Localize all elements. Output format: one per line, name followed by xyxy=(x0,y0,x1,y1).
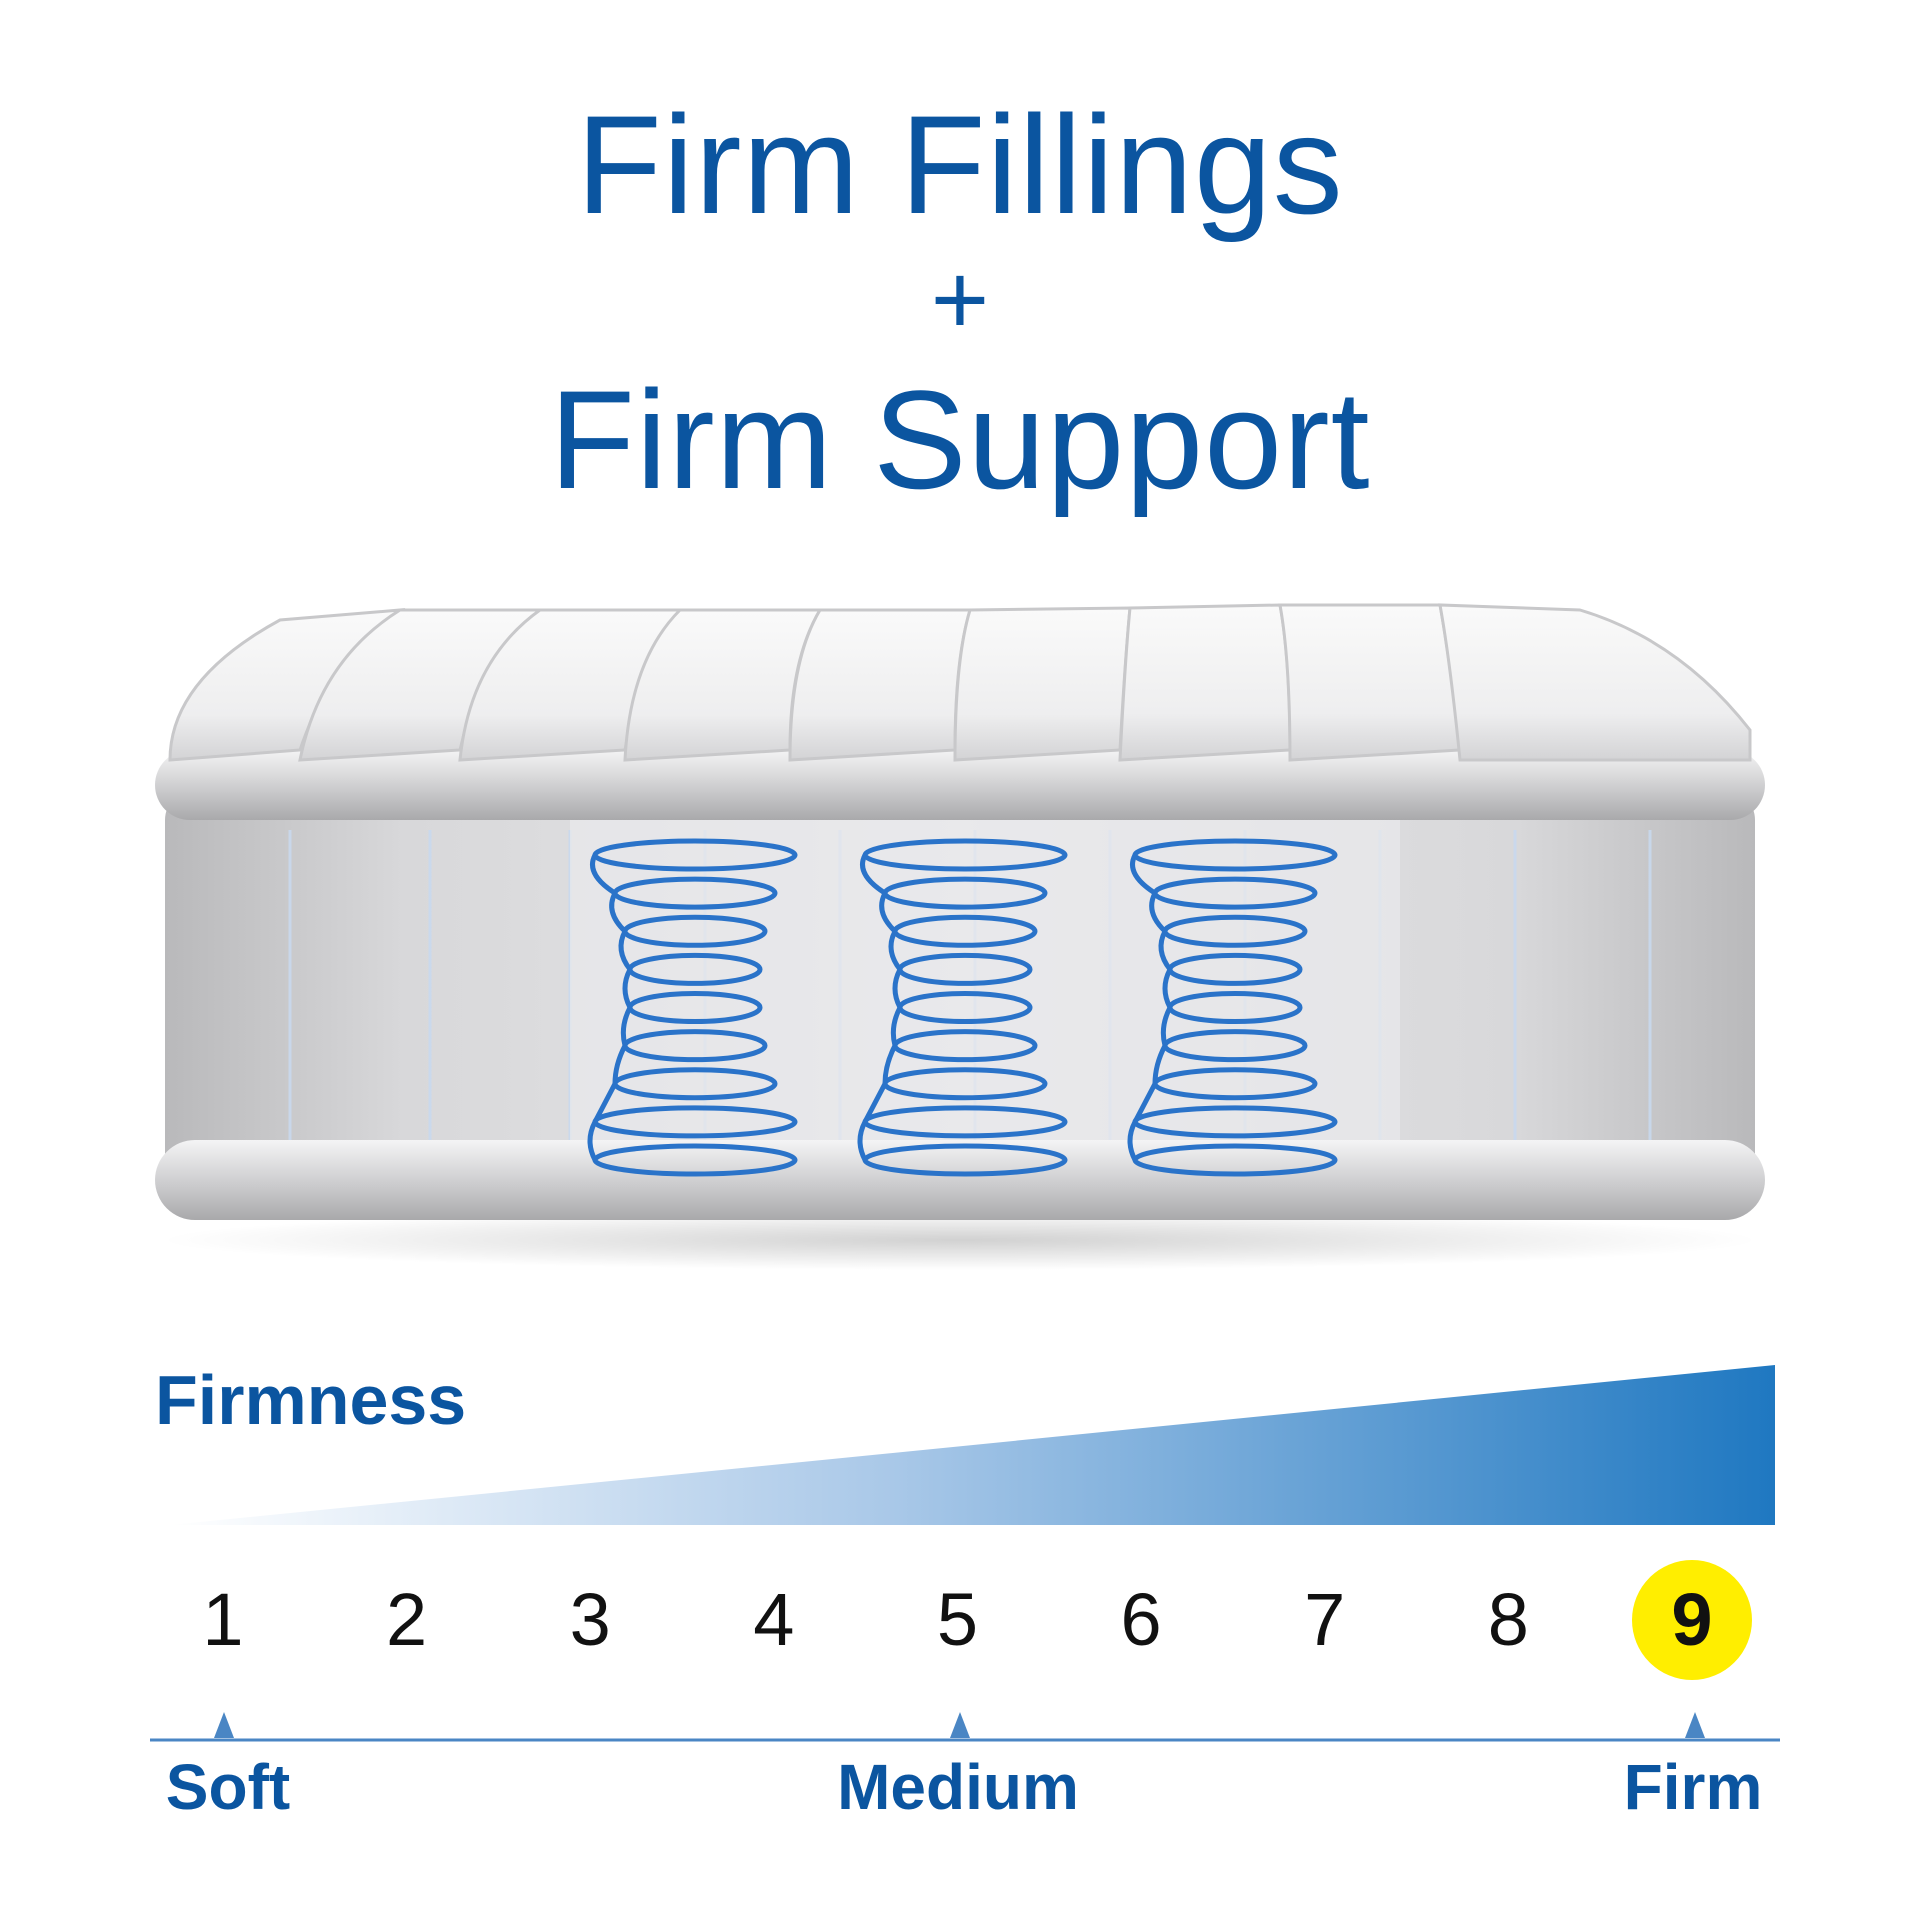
spring-coil xyxy=(587,838,798,1177)
firmness-level: 8 xyxy=(1487,1578,1529,1661)
firmness-scale-line xyxy=(150,1712,1780,1742)
firmness-level: 4 xyxy=(753,1578,795,1661)
firmness-level-selected: 9 xyxy=(1632,1560,1752,1680)
firmness-gradient-wedge xyxy=(170,1365,1775,1525)
firmness-level: 2 xyxy=(386,1578,428,1661)
mattress-top-channels xyxy=(168,603,1752,762)
scale-marker-medium xyxy=(950,1712,970,1738)
scale-label-medium: Medium xyxy=(837,1751,1079,1823)
headline: Firm Fillings + Firm Support xyxy=(0,90,1920,515)
spring-coil xyxy=(857,838,1068,1177)
firmness-level: 7 xyxy=(1304,1578,1346,1661)
headline-line-1: Firm Fillings xyxy=(576,86,1344,243)
springs-group xyxy=(587,838,1338,1177)
scale-marker-soft xyxy=(214,1712,234,1738)
headline-plus: + xyxy=(930,244,990,356)
spring-cutout xyxy=(570,810,1400,1190)
scale-label-firm: Firm xyxy=(1623,1751,1763,1823)
headline-line-2: Firm Support xyxy=(549,361,1371,518)
spring-coil xyxy=(1127,838,1338,1177)
firmness-level: 6 xyxy=(1120,1578,1162,1661)
scale-marker-firm xyxy=(1685,1712,1705,1738)
mattress-illustration xyxy=(155,603,1765,1270)
mattress-shadow xyxy=(160,1210,1760,1270)
mattress-bottom-rim xyxy=(155,1140,1765,1220)
firmness-label: Firmness xyxy=(155,1361,467,1439)
mattress-top-rim xyxy=(155,750,1765,820)
firmness-level: 3 xyxy=(569,1578,611,1661)
firmness-level: 1 xyxy=(202,1578,244,1661)
firmness-levels: 1 2 3 4 5 6 7 8 9 xyxy=(0,1560,1920,1680)
firmness-level: 5 xyxy=(936,1578,979,1661)
scale-label-soft: Soft xyxy=(165,1751,291,1823)
